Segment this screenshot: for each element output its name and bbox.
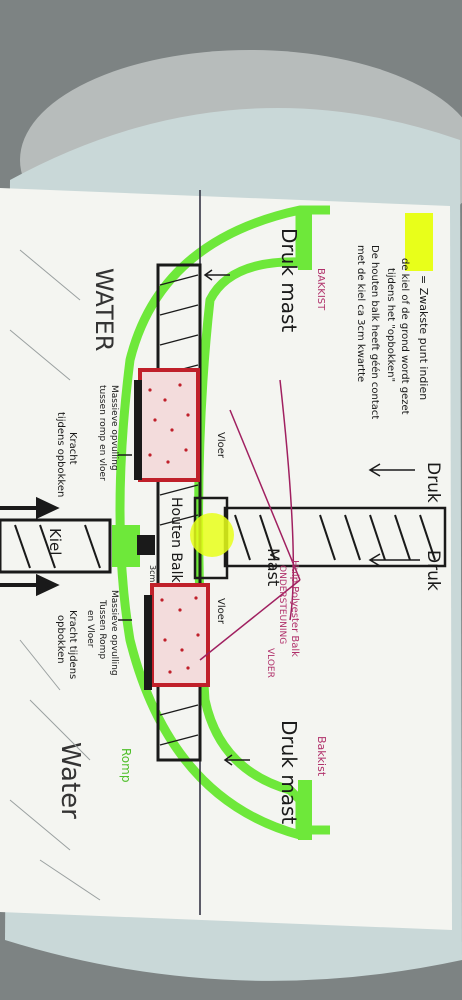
label-massieve-right1: Massieve opvulling [109,590,119,676]
label-bakkist-left: BAKKIST [315,268,326,311]
druk-arrows [118,269,420,766]
label-kracht-right2: opbokken [55,615,66,664]
hull-outline [115,205,305,840]
label-massieve-left1: Massieve opvulling [109,385,119,471]
label-water-left: WATER [90,268,118,351]
label-bakkist-right: Bakkist [315,736,328,777]
legend-swatch [405,213,433,271]
label-druk-top: Druk [423,462,443,503]
label-romp: Romp [119,748,133,782]
filling-left [138,368,200,482]
label-houten-balk: Houten Balk [168,497,184,583]
filling-right [150,583,210,687]
label-drukmast-left: Druk mast [277,228,301,332]
mast-hatching [234,514,436,561]
label-druk-right: Druk [423,550,443,591]
legend-line1: = Zwakste punt indien [417,275,430,400]
label-kracht-right1: Kracht tijdens [67,610,78,679]
legend-line5: met de kiel ca 3cm kwartte [355,245,366,382]
kracht-arrows [0,496,60,597]
label-kracht-left1: Kracht [67,432,78,465]
label-kiel: Kiel [46,528,64,555]
label-massieve-right3: en Vloer [85,610,95,648]
label-water-right: Water [55,742,85,819]
keel [0,518,112,574]
keel-hatching [14,524,101,569]
label-hulpbalk3: VLOER [265,648,275,678]
label-massieve-left2: tussen romp en vloer [97,385,107,481]
hull-contact-left [134,380,142,480]
annotation-lines [199,379,301,661]
deck-strip-bottom [298,780,312,840]
legend-line3: tijdens het "opbokken" [385,268,396,382]
filling-dots [148,383,200,674]
keel-bolt [137,535,155,555]
legend-line4: De houten balk heeft géén contact [369,245,381,419]
label-hulpbalk1: Hulp Polyester Balk [289,560,300,657]
deck-strip-top [298,210,312,270]
weakest-point-highlight [190,513,234,557]
label-massieve-right2: Tussen Romp [97,599,107,659]
label-mast: Mast [264,548,283,586]
hull-contact-right [144,595,152,690]
label-vloer-right: Vloer [215,598,226,625]
keel-green [112,525,140,567]
water-strokes [9,249,101,901]
label-drukmast-right: Druk mast [277,720,301,824]
houten-balk [156,263,202,762]
label-gap: 3cm [148,565,157,582]
label-kracht-left2: tijdens opbokken [55,412,66,497]
label-hulpbalk2: ONDERSTEUNING [277,565,287,644]
label-vloer-left: Vloer [215,432,226,459]
legend-line2: de kiel of de grond wordt gezet [399,258,410,415]
